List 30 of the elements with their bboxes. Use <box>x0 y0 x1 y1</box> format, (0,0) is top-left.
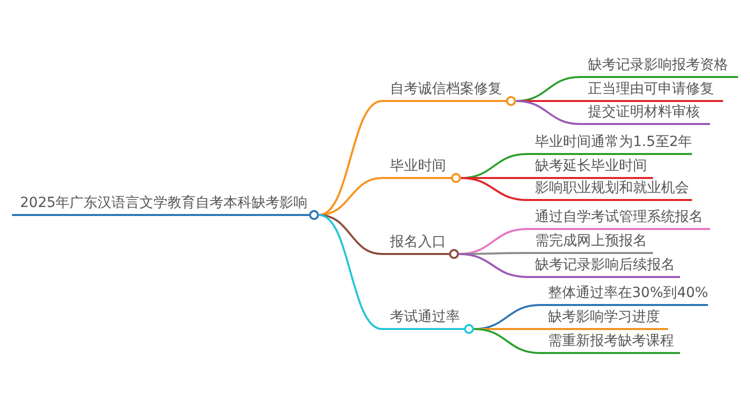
topic-text: 考试通过率 <box>390 308 460 327</box>
topic-text: 缺考记录影响报考资格 <box>588 56 728 75</box>
branch-line <box>460 177 528 201</box>
topic-text: 需重新报考缺考课程 <box>548 332 674 351</box>
topic-text: 影响职业规划和就业机会 <box>535 179 689 198</box>
branch-line <box>318 100 382 216</box>
leaf-topic <box>540 306 668 330</box>
leaf-topic <box>527 206 710 230</box>
branch-line <box>318 214 382 255</box>
topic-text: 2025年广东汉语言文学教育自考本科缺考影响 <box>20 194 308 213</box>
leaf-topic <box>540 282 708 306</box>
topic-text: 整体通过率在30%到40% <box>548 284 708 303</box>
topic-text: 毕业时间通常为1.5至2年 <box>535 133 692 152</box>
branch-line <box>474 328 540 354</box>
leaf-topic <box>580 101 710 125</box>
topic-text: 毕业时间 <box>390 157 446 176</box>
topic-text: 提交证明材料审核 <box>588 103 700 122</box>
branch-line <box>318 214 382 330</box>
topic-text: 缺考记录影响后续报名 <box>535 256 675 275</box>
topic-text: 缺考影响学习进度 <box>548 308 660 327</box>
branch-line <box>516 100 580 125</box>
topic-text: 通过自学考试管理系统报名 <box>535 208 703 227</box>
topic-text: 自考诚信档案修复 <box>390 80 502 99</box>
leaf-topic <box>527 230 653 254</box>
topic-text: 需完成网上预报名 <box>535 232 647 251</box>
topic-text: 正当理由可申请修复 <box>588 80 714 99</box>
branch-line <box>458 253 528 278</box>
topic-text: 缺考延长毕业时间 <box>535 157 647 176</box>
leaf-topic <box>540 330 680 354</box>
topic-text: 报名入口 <box>390 233 446 252</box>
